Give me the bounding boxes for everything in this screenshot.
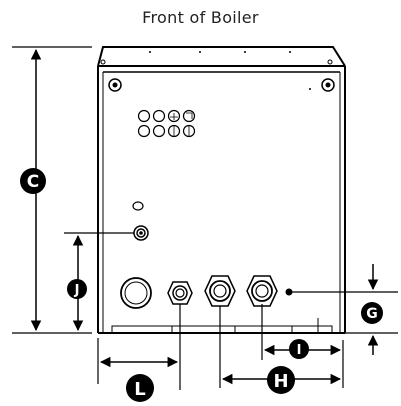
badge-h-label: H — [273, 371, 288, 392]
small-port — [132, 201, 144, 211]
badge-j-label: J — [74, 283, 80, 298]
fitting-supply — [204, 275, 236, 307]
badge-i — [289, 339, 309, 359]
badge-i-label: I — [297, 343, 302, 358]
badge-l — [126, 374, 154, 402]
fitting-return — [246, 275, 278, 307]
badge-g-label: G — [366, 306, 378, 322]
boiler-cabinet — [97, 46, 346, 334]
fitting-gas — [167, 281, 193, 305]
badge-c — [20, 168, 46, 194]
dimension-l — [97, 304, 181, 390]
badge-h — [267, 366, 295, 394]
mounting-bolt-top-right — [321, 78, 335, 92]
fitting-left — [120, 277, 152, 309]
dimension-g — [289, 264, 398, 355]
badge-l-label: L — [134, 379, 145, 400]
mounting-bolt-top-left — [108, 78, 122, 92]
control-panel — [137, 109, 196, 138]
diagram-title: Front of Boiler — [142, 8, 259, 27]
badge-g — [361, 302, 383, 324]
badge-c-label: C — [27, 172, 39, 192]
connection-j — [133, 225, 149, 241]
badge-j — [67, 279, 87, 299]
